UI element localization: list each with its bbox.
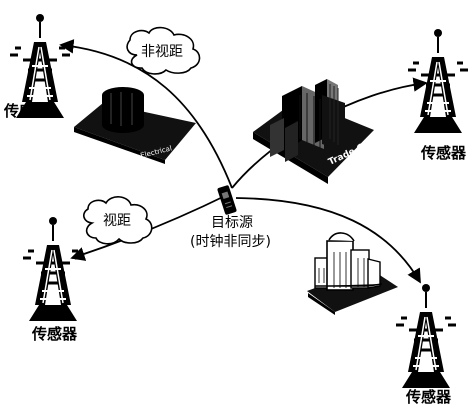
los-label: 视距: [103, 213, 131, 229]
radio-tower-icon: [394, 282, 458, 390]
radio-tower-icon: [21, 215, 85, 323]
sensor-label-bottom-right: 传感器: [406, 388, 452, 406]
cloud-icon: [126, 26, 201, 75]
sensor-label-top-left: 传感器: [4, 102, 50, 120]
sensor-label-top-right: 传感器: [421, 144, 467, 162]
mobile-phone-icon: [217, 185, 237, 215]
target-source-label: 目标源: [211, 215, 253, 231]
nlos-signal-path: [59, 39, 233, 189]
building-icon: Electrical: [74, 87, 196, 164]
radio-tower-icon: [406, 27, 470, 135]
cloud-icon: [83, 196, 153, 245]
building-icon: [307, 232, 398, 315]
nlos-label: 非视距: [141, 44, 183, 60]
sensor-label-bottom-left: 传感器: [32, 325, 78, 343]
signal-path-bottom-right: [235, 197, 421, 284]
clock-note-label: (时钟非同步): [190, 234, 271, 250]
building-icon: Trade Center: [253, 79, 391, 184]
